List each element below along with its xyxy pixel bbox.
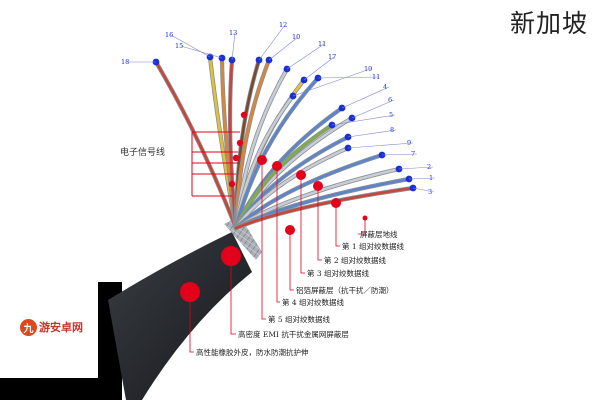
wire-number-label: 8 bbox=[390, 126, 394, 134]
callout-label: 第 5 组对绞数据线 bbox=[268, 314, 331, 324]
wire-number-label: 6 bbox=[388, 96, 392, 104]
wire-number-label: 19 bbox=[364, 65, 372, 73]
callout-label: 第 3 组对绞数据线 bbox=[307, 268, 370, 278]
callout-marker bbox=[257, 155, 267, 165]
pin-leader bbox=[170, 34, 211, 58]
marker-layer bbox=[180, 111, 368, 302]
pin-leader bbox=[180, 45, 223, 59]
pin-leader bbox=[268, 36, 299, 61]
wire-strand bbox=[234, 76, 320, 230]
callout-marker bbox=[362, 215, 368, 221]
signal-wire-marker bbox=[236, 139, 244, 147]
pin-leader bbox=[398, 166, 434, 170]
callout-leader bbox=[189, 292, 194, 353]
pin-leader bbox=[412, 187, 435, 193]
wire-number-label: 13 bbox=[229, 29, 237, 37]
outer-jacket bbox=[108, 232, 252, 400]
pin-leader bbox=[347, 129, 397, 138]
wire-number-label: 17 bbox=[328, 53, 336, 61]
corner-title: 新加坡 bbox=[509, 9, 588, 38]
callout-label: 高性能橡胶外皮，防水防潮抗护伸 bbox=[196, 347, 309, 357]
group-label: 电子信号线 bbox=[120, 146, 165, 158]
callout-label: 第 1 组对绞数据线 bbox=[342, 241, 405, 251]
callout-leader bbox=[276, 166, 280, 303]
wire-number-label: 9 bbox=[407, 139, 411, 147]
pin-leader bbox=[331, 114, 396, 126]
logo-text: 游安卓网 bbox=[39, 321, 83, 334]
callout-label: 第 2 组对绞数据线 bbox=[324, 255, 387, 265]
wires-layer bbox=[153, 54, 416, 231]
callout-leader bbox=[261, 160, 266, 320]
pin-leader bbox=[258, 24, 286, 61]
wire-number-label: 18 bbox=[121, 58, 129, 66]
wire-number-label: 16 bbox=[165, 31, 173, 39]
pin-leader bbox=[347, 142, 414, 149]
callout-marker bbox=[313, 181, 323, 191]
wire-number-label: 11 bbox=[318, 40, 326, 48]
callout-label: 屏蔽层地线 bbox=[360, 229, 398, 239]
callout-leader bbox=[335, 203, 340, 247]
callout-marker bbox=[221, 246, 241, 266]
wire-number-label: 4 bbox=[383, 83, 387, 91]
callout-leader bbox=[300, 175, 305, 274]
foreground-shape bbox=[0, 282, 122, 400]
wire-strand bbox=[228, 58, 238, 230]
signal-wire-marker bbox=[232, 154, 240, 162]
pin-leader bbox=[231, 32, 236, 61]
callout-marker bbox=[272, 161, 282, 171]
callout-marker bbox=[180, 282, 200, 302]
callout-label: 铝箔屏蔽层（抗干扰／防潮） bbox=[296, 285, 394, 295]
pin-leader bbox=[286, 43, 325, 70]
signal-wire-marker bbox=[228, 180, 236, 188]
wire-number-label: 10 bbox=[292, 33, 300, 41]
pins-layer: 18161513121011171911465897213 bbox=[121, 21, 436, 196]
pin-leader bbox=[408, 177, 436, 180]
pin-leader bbox=[381, 153, 418, 156]
callout-marker bbox=[331, 198, 341, 208]
callout-leader bbox=[230, 256, 236, 335]
wire-number-label: 12 bbox=[279, 21, 287, 29]
pin-leader bbox=[341, 86, 390, 109]
callout-leaders bbox=[189, 160, 366, 353]
signal-group-bracket bbox=[191, 131, 240, 197]
callout-leader bbox=[358, 218, 366, 235]
logo-icon: 九 bbox=[20, 318, 37, 336]
callout-label: 高密度 EMI 抗干扰金属网屏蔽层 bbox=[238, 329, 349, 339]
callout-label: 第 4 组对绞数据线 bbox=[282, 297, 345, 307]
pin-leader bbox=[292, 68, 371, 97]
callout-leader bbox=[289, 230, 294, 291]
wire-number-label: 3 bbox=[428, 188, 432, 196]
wire-strand bbox=[234, 146, 350, 230]
pin-leader bbox=[317, 76, 379, 79]
callout-marker bbox=[296, 170, 306, 180]
pin-leader bbox=[351, 99, 395, 119]
site-logo[interactable]: 九 游安卓网 bbox=[18, 314, 85, 340]
callout-marker bbox=[285, 225, 295, 235]
wire-number-label: 5 bbox=[389, 111, 393, 119]
wire-strand bbox=[154, 60, 238, 230]
wire-strand bbox=[234, 186, 415, 230]
callout-leader bbox=[317, 186, 322, 261]
signal-wire-marker bbox=[240, 111, 248, 119]
pin-leader bbox=[303, 56, 335, 81]
wire-strand bbox=[234, 153, 384, 230]
wire-number-label: 15 bbox=[175, 42, 183, 50]
